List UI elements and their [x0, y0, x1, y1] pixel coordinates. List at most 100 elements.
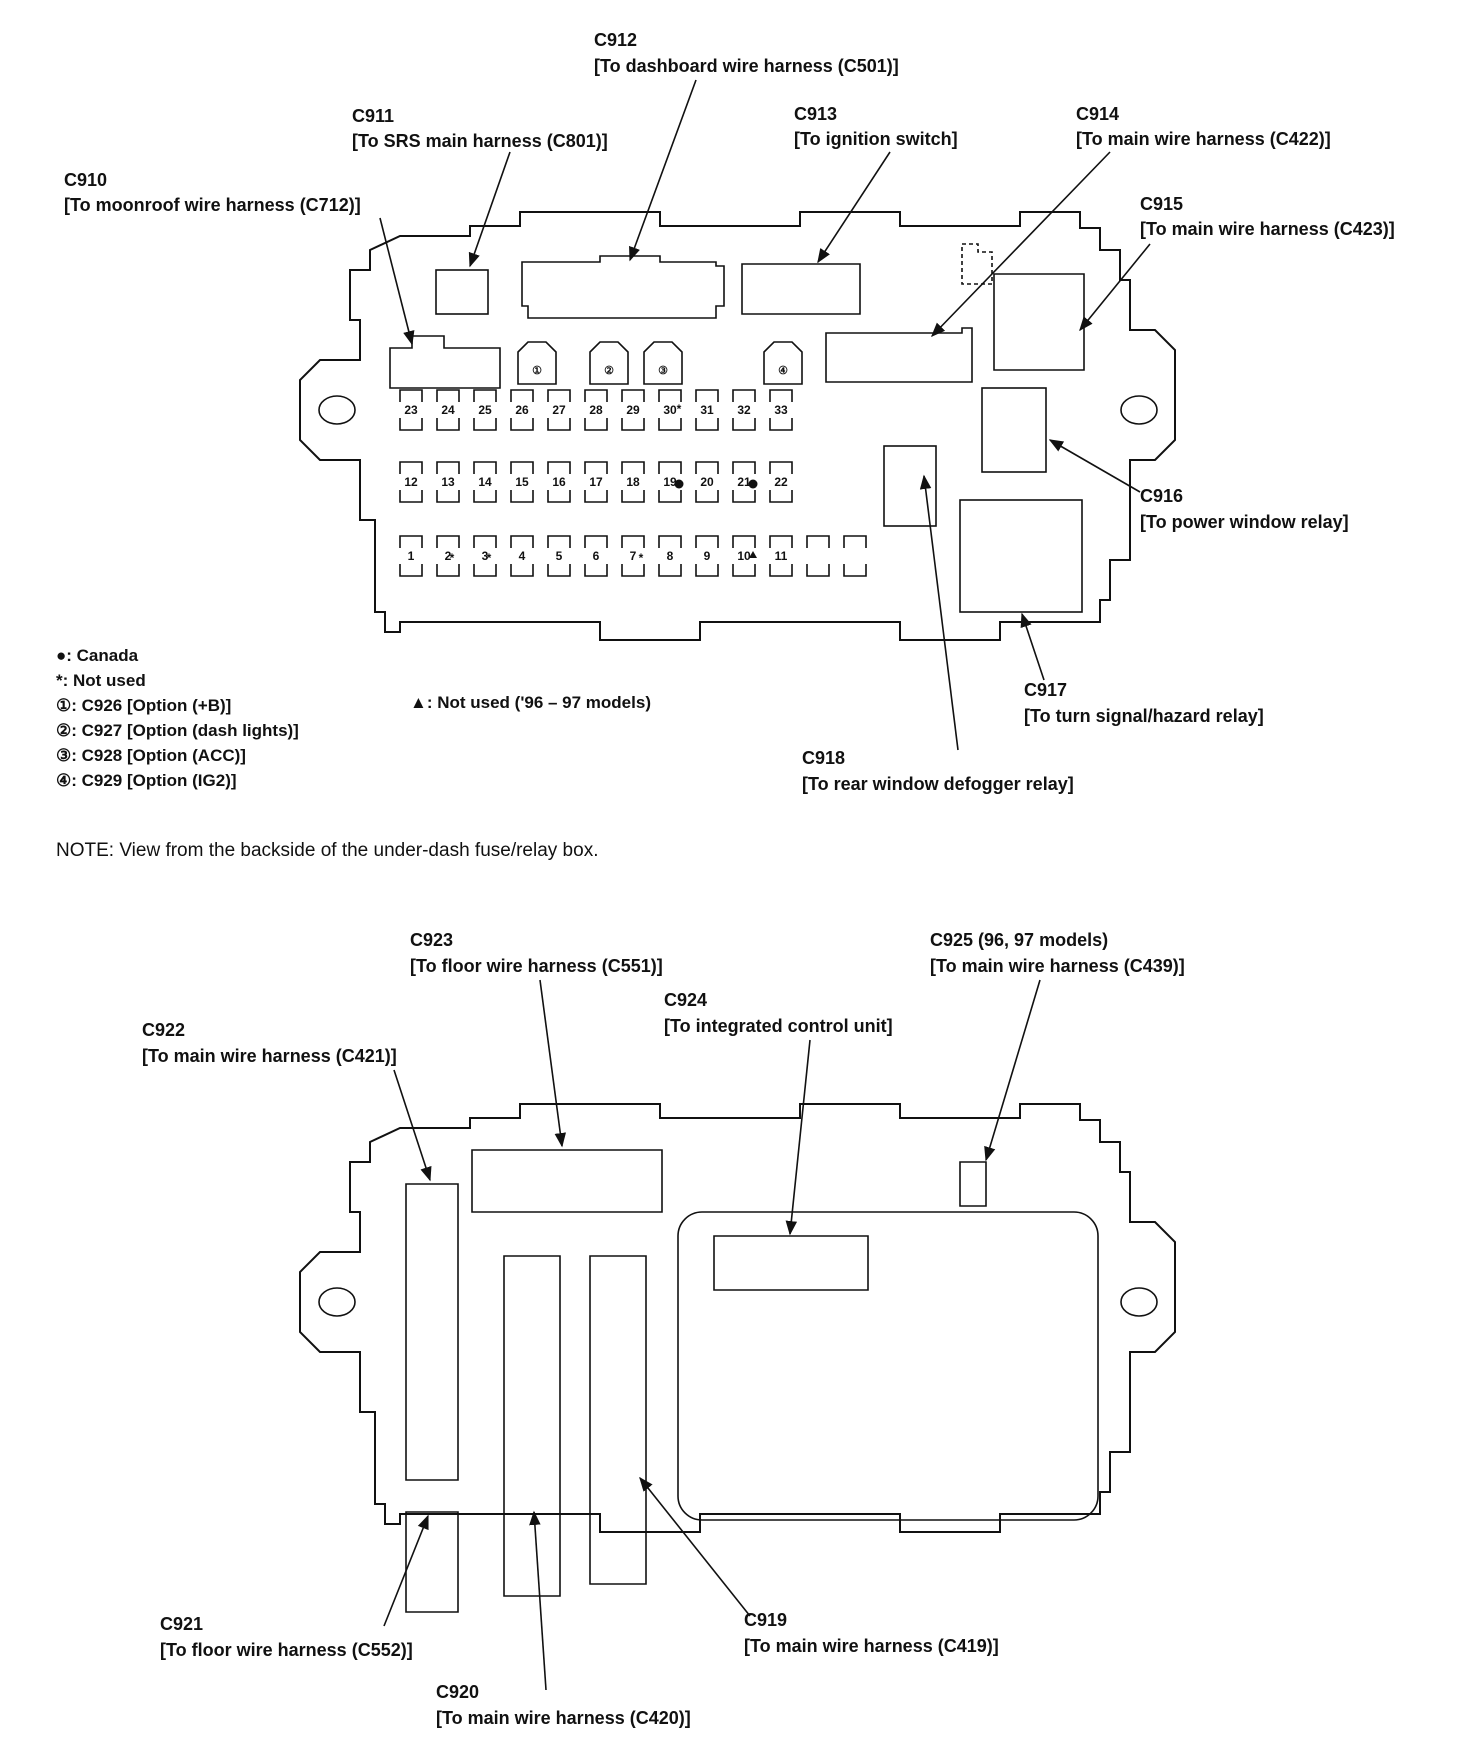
- c911-connector: [435, 269, 489, 315]
- svg-text:[To dashboard wire harness (C5: [To dashboard wire harness (C501)]: [594, 56, 899, 76]
- c920-connector: [503, 1255, 561, 1597]
- fuse-bracket-top: [769, 461, 793, 474]
- svg-text:[To floor wire harness (C551)]: [To floor wire harness (C551)]: [410, 956, 663, 976]
- mount-hole-right: [1120, 395, 1158, 425]
- fuse-bracket-top: [621, 535, 645, 548]
- svg-text:C922: C922: [142, 1020, 185, 1040]
- fuse-bracket-bottom: [806, 564, 830, 577]
- fuse-bracket-bottom: [510, 490, 534, 503]
- svg-text:C916: C916: [1140, 486, 1183, 506]
- svg-text:C919: C919: [744, 1610, 787, 1630]
- fuse-number: 12: [404, 475, 418, 489]
- svg-text:C910: C910: [64, 170, 107, 190]
- marker-canada-20: [748, 479, 758, 489]
- svg-text:[To main wire harness (C420)]: [To main wire harness (C420)]: [436, 1708, 691, 1728]
- svg-text:[To main wire harness (C421)]: [To main wire harness (C421)]: [142, 1046, 397, 1066]
- leader-c920: [529, 1510, 547, 1691]
- leader-c917: [1020, 612, 1045, 681]
- fuse-bracket-bottom: [769, 418, 793, 431]
- fuse-bracket-bottom: [584, 490, 608, 503]
- fuse-number: 21: [737, 475, 751, 489]
- fuse-bracket-bottom: [843, 564, 867, 577]
- label-c917: C917 [To turn signal/hazard relay]: [1024, 680, 1264, 726]
- c924-connector: [713, 1235, 869, 1291]
- note-text: NOTE: View from the backside of the unde…: [56, 840, 598, 861]
- fuse-bracket-top: [621, 389, 645, 402]
- fuse-number: 8: [667, 549, 674, 563]
- fuse-bracket-bottom: [473, 418, 497, 431]
- fuse-bracket-top: [399, 461, 423, 474]
- svg-text:[To main wire harness (C423)]: [To main wire harness (C423)]: [1140, 219, 1395, 239]
- leader-c914: [930, 151, 1111, 338]
- fuse-bracket-top: [695, 535, 719, 548]
- label-c915: C915 [To main wire harness (C423)]: [1140, 194, 1395, 239]
- fuse-number: 13: [441, 475, 455, 489]
- fuse-bracket-top: [584, 461, 608, 474]
- leader-c912: [629, 79, 697, 262]
- svg-text:[To main wire harness (C419)]: [To main wire harness (C419)]: [744, 1636, 999, 1656]
- svg-text:C921: C921: [160, 1614, 203, 1634]
- fuse-bracket-bottom: [547, 418, 571, 431]
- svg-text:C915: C915: [1140, 194, 1183, 214]
- c916-relay: [981, 387, 1047, 473]
- fuse-bracket-top: [843, 535, 867, 548]
- label-c922: C922 [To main wire harness (C421)]: [142, 1020, 397, 1066]
- option-connector-3: ③: [643, 341, 683, 385]
- leader-c913: [817, 151, 891, 264]
- legend: ●: Canada *: Not used ①: C926 [Option (+…: [56, 646, 651, 790]
- fuse-bracket-top: [510, 535, 534, 548]
- fuse-bracket-bottom: [658, 490, 682, 503]
- svg-text:[To rear window defogger relay: [To rear window defogger relay]: [802, 774, 1074, 794]
- fuse-bracket-bottom: [584, 564, 608, 577]
- svg-text:C924: C924: [664, 990, 707, 1010]
- c915-connector: [993, 273, 1085, 371]
- mount-hole-left: [318, 395, 356, 425]
- fuse-number: 2: [445, 549, 452, 563]
- fuse-bracket-top: [473, 535, 497, 548]
- fuse-bracket-bottom: [510, 418, 534, 431]
- fuse-bracket-bottom: [399, 418, 423, 431]
- fuse-number: 20: [700, 475, 714, 489]
- leader-c918: [919, 474, 959, 751]
- svg-text:*: Not used: *: Not used: [56, 671, 146, 690]
- leader-c921: [383, 1514, 429, 1627]
- marker-not-used-2: *: [487, 551, 492, 565]
- c921-connector: [405, 1511, 459, 1613]
- fuse-number: 26: [515, 403, 529, 417]
- c922-connector: [405, 1183, 459, 1481]
- fuse-bracket-bottom: [436, 490, 460, 503]
- fuse-number: 23: [404, 403, 418, 417]
- svg-text:C925 (96, 97 models): C925 (96, 97 models): [930, 930, 1108, 950]
- label-c914: C914 [To main wire harness (C422)]: [1076, 104, 1331, 149]
- leader-c910: [379, 217, 415, 346]
- label-c911: C911 [To SRS main harness (C801)]: [352, 106, 608, 151]
- fuse-bracket-bottom: [732, 564, 756, 577]
- svg-text:C917: C917: [1024, 680, 1067, 700]
- fuse-number: 25: [478, 403, 492, 417]
- svg-text:[To power window relay]: [To power window relay]: [1140, 512, 1349, 532]
- fuse-bracket-top: [621, 461, 645, 474]
- label-c913: C913 [To ignition switch]: [794, 104, 958, 149]
- fuse-bracket-top: [806, 535, 830, 548]
- svg-text:C920: C920: [436, 1682, 479, 1702]
- fuse-bracket-top: [436, 535, 460, 548]
- fuse-bracket-top: [547, 461, 571, 474]
- fuse-bracket-top: [769, 535, 793, 548]
- svg-text:④: ④: [778, 365, 788, 377]
- fuse-bracket-bottom: [658, 418, 682, 431]
- label-c912: C912 [To dashboard wire harness (C501)]: [594, 30, 899, 76]
- leader-c923: [539, 979, 567, 1148]
- label-c924: C924 [To integrated control unit]: [664, 990, 893, 1036]
- fuse-bracket-bottom: [621, 490, 645, 503]
- fuse-bracket-top: [547, 535, 571, 548]
- label-c916: C916 [To power window relay]: [1140, 486, 1349, 532]
- c910-connector: [389, 335, 501, 389]
- fuse-bracket-top: [399, 535, 423, 548]
- leader-c911: [468, 151, 511, 268]
- fuse-bracket-bottom: [732, 418, 756, 431]
- option-connector-2: ②: [589, 341, 629, 385]
- fuse-bracket-bottom: [510, 564, 534, 577]
- option-connector-4: ④: [763, 341, 803, 385]
- svg-text:[To integrated control unit]: [To integrated control unit]: [664, 1016, 893, 1036]
